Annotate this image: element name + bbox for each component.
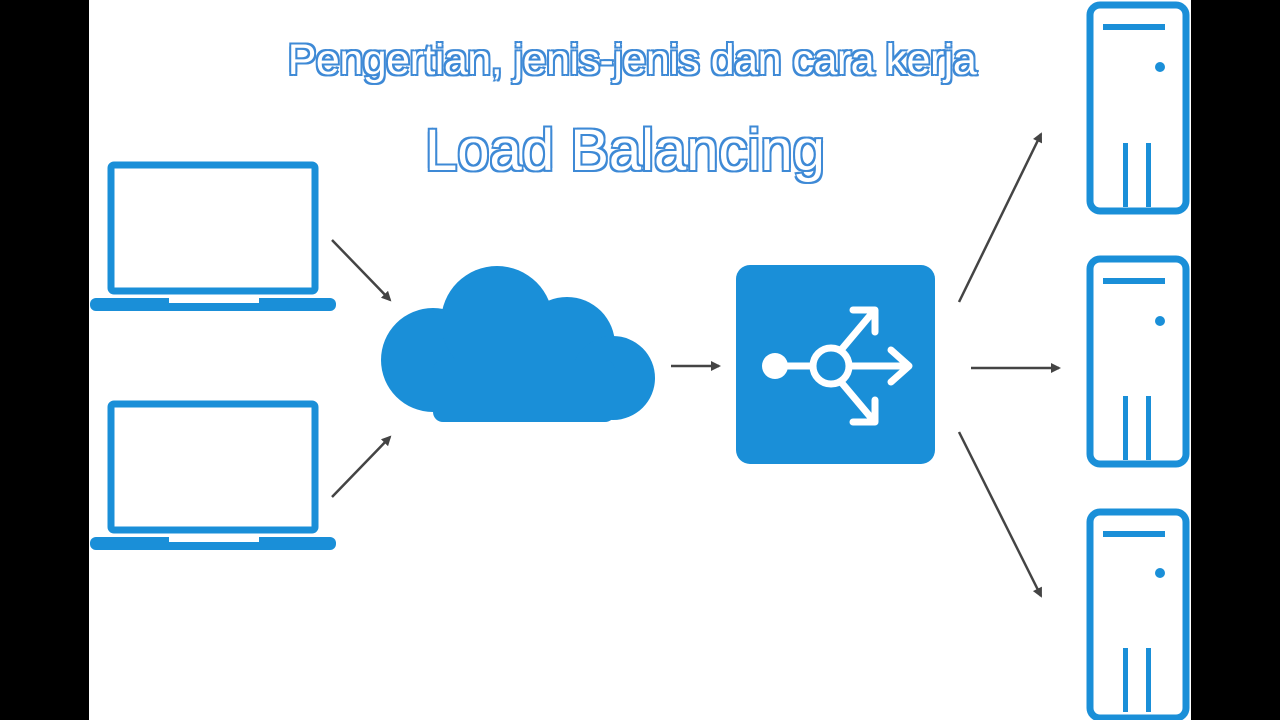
server-icon bbox=[1086, 1, 1190, 215]
cloud-icon bbox=[381, 266, 655, 422]
server-icon bbox=[1086, 255, 1190, 468]
diagram-canvas: Pengertian, jenis-jenis dan cara kerja L… bbox=[89, 0, 1191, 720]
laptop-icon bbox=[90, 400, 336, 550]
laptop-icon bbox=[90, 161, 336, 311]
server-icon bbox=[1086, 508, 1190, 720]
load-balancer-icon bbox=[736, 265, 935, 464]
arrow-loadbalancer-to-server1 bbox=[957, 132, 1043, 303]
diagram-graphic bbox=[90, 1, 1190, 720]
arrow-client1-to-cloud bbox=[331, 239, 392, 302]
diagram-title: Load Balancing bbox=[425, 118, 825, 183]
diagram-subtitle: Pengertian, jenis-jenis dan cara kerja bbox=[287, 36, 977, 84]
arrow-client2-to-cloud bbox=[331, 435, 392, 498]
arrow-loadbalancer-to-server3 bbox=[957, 431, 1043, 598]
